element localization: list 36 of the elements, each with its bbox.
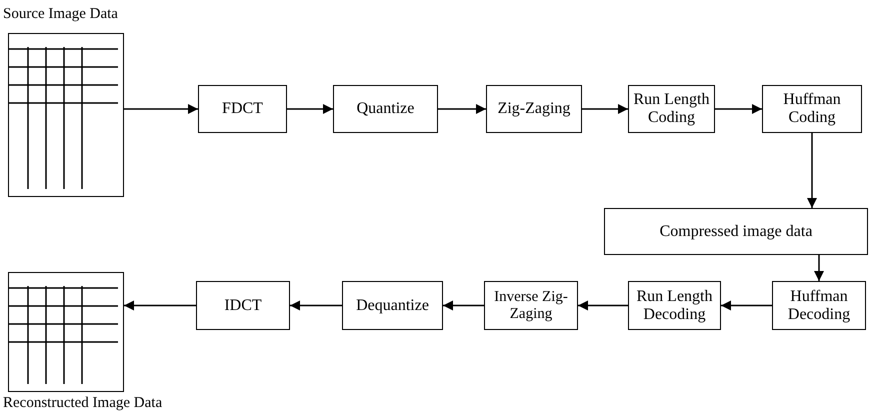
- process-box: [198, 85, 287, 133]
- process-box: [342, 281, 443, 330]
- image-caption: Source Image Data: [3, 6, 118, 23]
- box-label: Compressed image data: [660, 222, 812, 240]
- box-label: Inverse Zig-Zaging: [493, 289, 569, 322]
- arrow: [715, 104, 762, 114]
- arrow: [807, 133, 817, 208]
- process-box: [762, 85, 862, 133]
- arrow: [582, 104, 628, 114]
- box-label: Dequantize: [356, 296, 429, 314]
- box-label: Huffman Coding: [782, 91, 842, 127]
- process-box: [196, 281, 290, 330]
- process-box: [772, 281, 866, 330]
- box-label: Huffman Decoding: [786, 288, 852, 324]
- arrow: [438, 104, 486, 114]
- arrow: [124, 104, 198, 114]
- image-caption: Reconstructed Image Data: [3, 395, 162, 412]
- process-box: [333, 85, 438, 133]
- arrow: [287, 104, 333, 114]
- arrow: [124, 300, 196, 310]
- arrow: [578, 300, 628, 310]
- process-box: [604, 208, 868, 255]
- process-box: [486, 85, 582, 133]
- box-label: Run Length Coding: [632, 91, 710, 127]
- arrow: [290, 300, 342, 310]
- box-label: Quantize: [356, 100, 414, 118]
- process-box: [484, 281, 578, 330]
- box-label: IDCT: [224, 296, 262, 314]
- arrow: [814, 255, 824, 281]
- box-label: Run Length Decoding: [636, 288, 714, 324]
- box-label: Zig-Zaging: [498, 100, 570, 118]
- arrow: [443, 300, 484, 310]
- process-box: [628, 85, 715, 133]
- process-box: [628, 281, 721, 330]
- arrow: [721, 300, 772, 310]
- box-label: FDCT: [222, 100, 263, 118]
